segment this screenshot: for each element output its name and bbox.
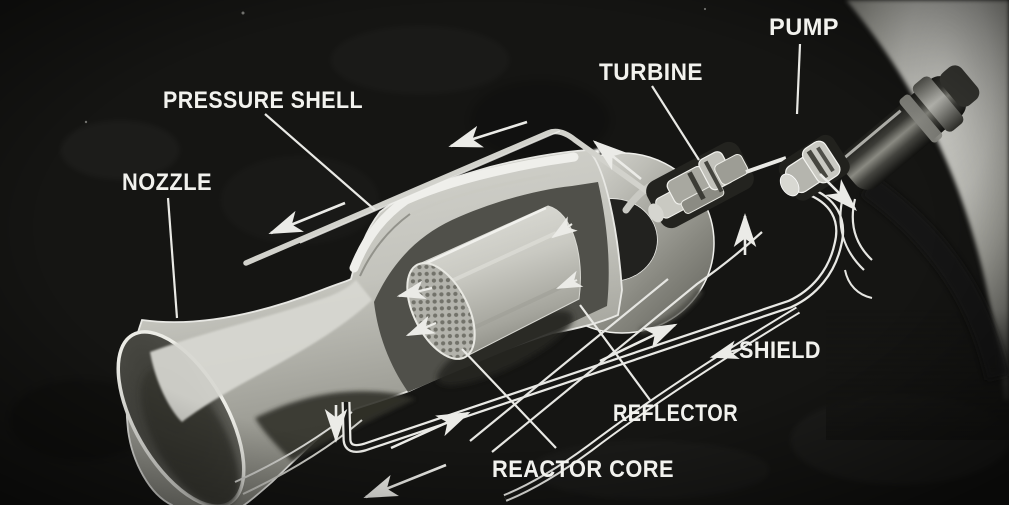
label-pump: PUMP (769, 14, 839, 41)
label-turbine: TURBINE (599, 59, 703, 86)
leader-pump (795, 43, 802, 115)
dust-specks (84, 7, 707, 124)
leader-pressure-shell (264, 113, 376, 211)
label-nozzle: NOZZLE (122, 169, 212, 196)
leader-reactor-core (461, 348, 557, 449)
leader-shield-arrow (709, 340, 741, 359)
label-reactor-core: REACTOR CORE (492, 456, 674, 483)
leader-turbine (651, 85, 700, 161)
callouts: PRESSURE SHELL NOZZLE TURBINE PUMP SHIEL… (122, 14, 839, 483)
label-shield: SHIELD (739, 337, 821, 364)
leader-reflector (579, 304, 651, 401)
label-reflector: REFLECTOR (613, 400, 738, 427)
leader-nozzle (166, 197, 179, 319)
label-pressure-shell: PRESSURE SHELL (163, 87, 363, 114)
